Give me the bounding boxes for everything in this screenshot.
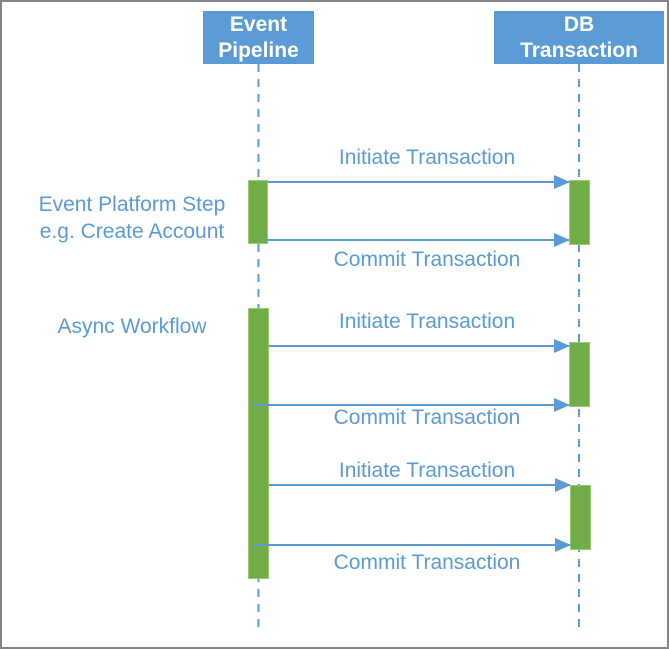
message-label-commit-3: Commit Transaction — [333, 551, 521, 574]
annotation-async-workflow: Async Workflow — [17, 313, 247, 340]
activation-bar-db-transaction-1 — [569, 180, 590, 245]
actor-label: Transaction — [520, 39, 638, 62]
annotation-event-platform-step: Event Platform Step e.g. Create Account — [17, 191, 247, 245]
message-label-initiate-2: Initiate Transaction — [338, 310, 516, 333]
activation-bar-db-transaction-2 — [569, 342, 590, 407]
message-label-initiate-3: Initiate Transaction — [338, 459, 516, 482]
activation-bar-pipeline-step — [248, 180, 268, 244]
message-label-initiate-1: Initiate Transaction — [338, 146, 516, 169]
message-label-commit-2: Commit Transaction — [333, 406, 521, 429]
activation-bar-db-transaction-3 — [570, 485, 591, 550]
actor-label: Pipeline — [218, 39, 299, 62]
annotation-line: Async Workflow — [57, 315, 207, 338]
annotation-line: Event Platform Step — [38, 193, 226, 216]
actor-label: DB — [563, 13, 595, 36]
actor-box-db-transaction: DB Transaction — [494, 11, 664, 64]
activation-bar-async-workflow — [248, 308, 269, 579]
actor-box-event-pipeline: Event Pipeline — [203, 11, 314, 64]
annotation-line: e.g. Create Account — [39, 220, 225, 243]
actor-label: Event — [229, 13, 288, 36]
message-label-commit-1: Commit Transaction — [333, 248, 521, 271]
